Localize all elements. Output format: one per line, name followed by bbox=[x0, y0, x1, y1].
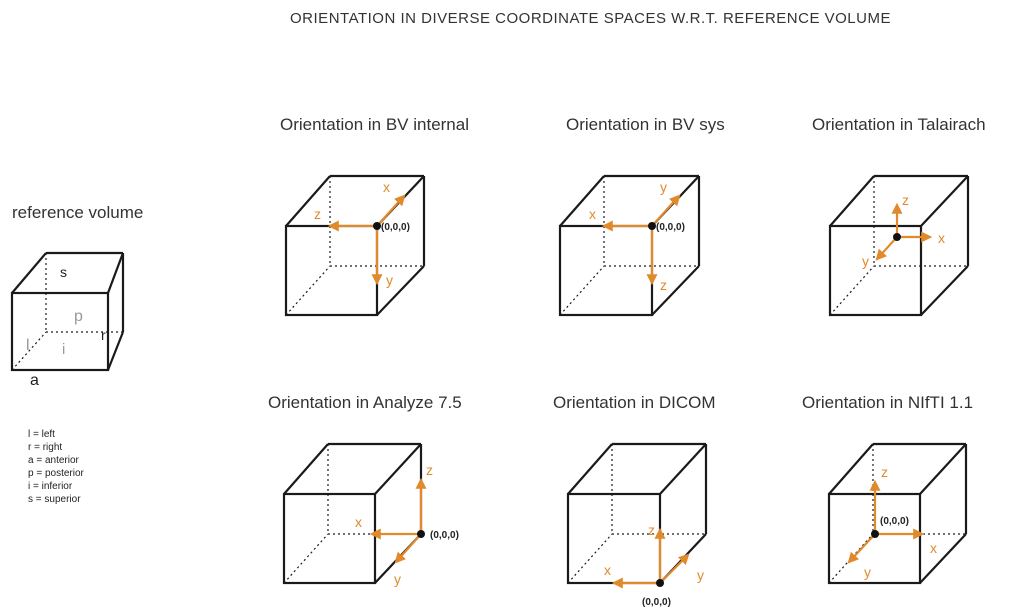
origin-dot bbox=[417, 530, 425, 538]
panel-title-dicom: Orientation in DICOM bbox=[553, 393, 716, 412]
legend-item: r = right bbox=[28, 442, 63, 453]
origin-dot bbox=[373, 222, 381, 230]
axis-label-z: z bbox=[314, 206, 321, 222]
axes-dicom bbox=[611, 527, 690, 589]
axis-label-y: y bbox=[660, 179, 667, 195]
axis-label-z: z bbox=[881, 464, 888, 480]
origin-label: (0,0,0) bbox=[642, 597, 671, 608]
origin-dot bbox=[648, 222, 656, 230]
axes-nifti bbox=[847, 479, 925, 564]
face-label-l: l bbox=[26, 337, 30, 354]
cube-dicom bbox=[566, 442, 708, 585]
axis-label-x: x bbox=[589, 206, 596, 222]
legend-item: a = anterior bbox=[28, 455, 79, 466]
origin-label: (0,0,0) bbox=[880, 516, 909, 527]
axes-talairach bbox=[875, 202, 933, 261]
legend-item: p = posterior bbox=[28, 468, 84, 479]
cube-talairach bbox=[828, 174, 970, 317]
panel-title-analyze: Orientation in Analyze 7.5 bbox=[268, 393, 462, 412]
legend: l = left r = right a = anterior p = post… bbox=[28, 428, 84, 506]
axis-label-y: y bbox=[697, 567, 704, 583]
axis-label-z: z bbox=[660, 277, 667, 293]
diagram-title: ORIENTATION IN DIVERSE COORDINATE SPACES… bbox=[290, 10, 891, 27]
origin-label: (0,0,0) bbox=[430, 530, 459, 541]
reference-cube bbox=[10, 251, 125, 372]
panel-title-bv-internal: Orientation in BV internal bbox=[280, 115, 469, 134]
reference-volume-label: reference volume bbox=[12, 203, 144, 222]
axis-label-x: x bbox=[604, 562, 611, 578]
origin-dot bbox=[893, 233, 901, 241]
axis-label-z: z bbox=[648, 522, 655, 538]
panel-title-nifti: Orientation in NIfTI 1.1 bbox=[802, 393, 974, 412]
face-label-p: p bbox=[74, 308, 83, 325]
axis-label-x: x bbox=[930, 540, 937, 556]
axis-label-y: y bbox=[862, 253, 869, 269]
panel-title-bv-sys: Orientation in BV sys bbox=[566, 115, 725, 134]
axis-label-x: x bbox=[355, 514, 362, 530]
origin-dot bbox=[871, 530, 879, 538]
axis-label-z: z bbox=[902, 192, 909, 208]
axes-bv-internal bbox=[327, 194, 406, 286]
axes-bv-sys bbox=[601, 194, 681, 286]
axis-label-z: z bbox=[426, 462, 433, 478]
axis-label-y: y bbox=[394, 571, 401, 587]
origin-label: (0,0,0) bbox=[381, 222, 410, 233]
axis-label-y: y bbox=[386, 272, 393, 288]
legend-item: l = left bbox=[28, 429, 55, 440]
legend-item: s = superior bbox=[28, 494, 81, 505]
cube-analyze bbox=[282, 442, 423, 585]
origin-dot bbox=[656, 579, 664, 587]
axis-label-x: x bbox=[938, 230, 945, 246]
axis-label-y: y bbox=[864, 564, 871, 580]
axes-analyze bbox=[369, 477, 427, 564]
face-label-i: i bbox=[62, 341, 65, 358]
panel-title-talairach: Orientation in Talairach bbox=[812, 115, 986, 134]
axis-label-x: x bbox=[383, 179, 390, 195]
face-label-r: r bbox=[101, 327, 106, 343]
face-label-a: a bbox=[30, 372, 39, 389]
origin-label: (0,0,0) bbox=[656, 222, 685, 233]
legend-item: i = inferior bbox=[28, 481, 73, 492]
face-label-s: s bbox=[60, 264, 67, 280]
